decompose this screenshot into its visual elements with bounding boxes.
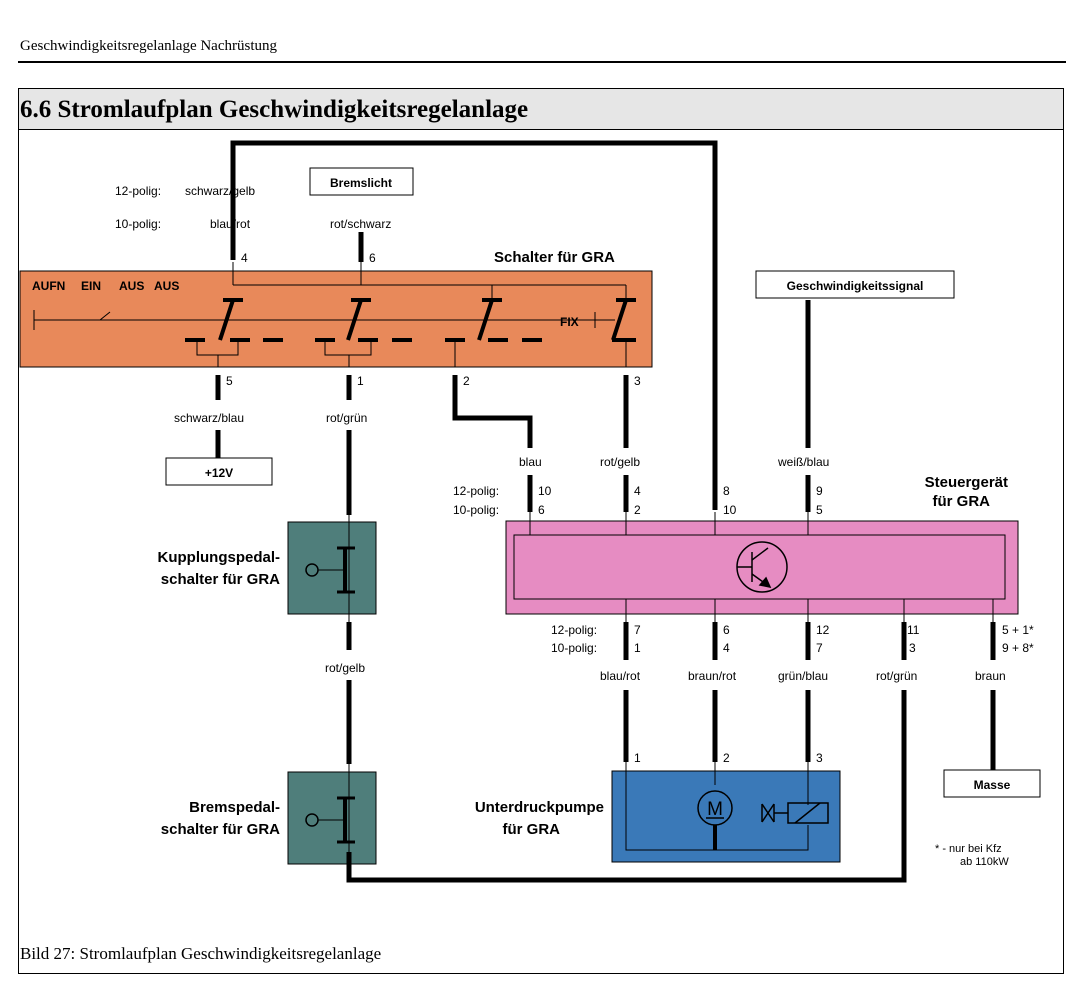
cu-bot-12-a: 7 xyxy=(634,623,641,637)
speed-signal-box xyxy=(755,270,955,299)
pin6-label: 6 xyxy=(369,251,376,265)
switch-contacts xyxy=(218,298,636,341)
brake-switch-title-2: schalter für GRA xyxy=(161,821,280,838)
control-unit-inner xyxy=(513,534,1006,600)
bremslicht-label: Bremslicht xyxy=(330,176,392,190)
switch-ein-label: EIN xyxy=(81,279,101,293)
wire-braun-label: braun xyxy=(975,669,1006,683)
polig12-label-top: 12-polig: xyxy=(115,184,161,198)
cu-bot-10-a: 1 xyxy=(634,641,641,655)
switch-panel xyxy=(19,270,653,368)
wire-gruenblau-label: grün/blau xyxy=(778,669,828,683)
bremslicht-box xyxy=(309,167,414,196)
clutch-switch-box xyxy=(287,521,377,615)
switch-aus1-label: AUS xyxy=(119,279,144,293)
wire-top-10-label: blau/rot xyxy=(210,217,251,231)
page-header: Geschwindigkeitsregelanlage Nachrüstung xyxy=(20,38,277,54)
plus12v-box xyxy=(165,457,273,486)
clutch-switch-title-1: Kupplungspedal- xyxy=(158,549,281,566)
pin2-label: 2 xyxy=(463,374,470,388)
wire-rotgelb-mid-label: rot/gelb xyxy=(325,661,365,675)
wire-blau-label: blau xyxy=(519,455,542,469)
brake-switch-box xyxy=(287,771,377,865)
pump-title-1: Unterdruckpumpe xyxy=(475,799,604,816)
cu-bot-10-c: 7 xyxy=(816,641,823,655)
cu-top-12-c: 8 xyxy=(723,484,730,498)
wire-1-label: rot/grün xyxy=(326,411,367,425)
cu-bot-12-d: 11 xyxy=(907,623,920,637)
masse-box xyxy=(943,769,1041,798)
cu-bot-10-d: 3 xyxy=(909,641,916,655)
control-unit-title-1: Steuergerät xyxy=(925,474,1008,491)
cu-bot-10-b: 4 xyxy=(723,641,730,655)
cu-polig12-bottom-label: 12-polig: xyxy=(551,623,597,637)
header-rule xyxy=(18,61,1066,63)
speed-signal-label: Geschwindigkeitssignal xyxy=(787,279,924,293)
cu-top-10-c: 10 xyxy=(723,503,737,517)
pump-box xyxy=(611,770,841,863)
pin5-label: 5 xyxy=(226,374,233,388)
wire-brems-label: rot/schwarz xyxy=(330,217,391,231)
masse-label: Masse xyxy=(974,778,1011,792)
pump-pin3-label: 3 xyxy=(816,751,823,765)
section-title: 6.6 Stromlaufplan Geschwindigkeitsregela… xyxy=(20,96,529,123)
thick-wires xyxy=(215,140,996,883)
cu-top-12-d: 9 xyxy=(816,484,823,498)
cu-polig12-top-label: 12-polig: xyxy=(453,484,499,498)
wire-rotgelb-top-label: rot/gelb xyxy=(600,455,640,469)
wire-5-label: schwarz/blau xyxy=(174,411,244,425)
polig10-label-top: 10-polig: xyxy=(115,217,161,231)
plus12v-label: +12V xyxy=(205,466,233,480)
cu-top-12-a: 10 xyxy=(538,484,552,498)
pin4-label: 4 xyxy=(241,251,248,265)
section-title-bar xyxy=(18,88,1064,130)
wire-top-12-label: schwarz/gelb xyxy=(185,184,255,198)
pump-title-2: für GRA xyxy=(503,821,561,838)
switch-aus2-label: AUS xyxy=(154,279,179,293)
wire-rotgruen-right-label: rot/grün xyxy=(876,669,917,683)
cu-top-10-a: 6 xyxy=(538,503,545,517)
switch-title: Schalter für GRA xyxy=(494,249,615,266)
cu-top-10-b: 2 xyxy=(634,503,641,517)
switch-fix-label: FIX xyxy=(560,315,579,329)
footnote-line-2: ab 110kW xyxy=(960,856,1009,868)
transistor-symbol xyxy=(736,541,788,593)
cu-polig10-top-label: 10-polig: xyxy=(453,503,499,517)
pump-pin2-label: 2 xyxy=(723,751,730,765)
clutch-switch-title-2: schalter für GRA xyxy=(161,571,280,588)
wire-braunrot-label: braun/rot xyxy=(688,669,737,683)
pump-pin1-label: 1 xyxy=(634,751,641,765)
pin3-label: 3 xyxy=(634,374,641,388)
wire-weissblau-label: weiß/blau xyxy=(777,455,829,469)
cu-top-10-d: 5 xyxy=(816,503,823,517)
switch-aufn-label: AUFN xyxy=(32,279,65,293)
cu-top-12-b: 4 xyxy=(634,484,641,498)
cu-polig10-bottom-label: 10-polig: xyxy=(551,641,597,655)
cu-bot-12-b: 6 xyxy=(723,623,730,637)
cu-bot-12-e: 5 + 1* xyxy=(1002,623,1034,637)
cu-bot-12-c: 12 xyxy=(816,623,830,637)
brake-switch-title-1: Bremspedal- xyxy=(189,799,280,816)
motor-label: M xyxy=(707,799,723,820)
footnote-line-1: * - nur bei Kfz xyxy=(935,843,1002,855)
pedal-switch-symbols xyxy=(305,546,355,844)
pump-symbols xyxy=(697,790,829,850)
pin1-label: 1 xyxy=(357,374,364,388)
wire-blaurot-label: blau/rot xyxy=(600,669,641,683)
cu-bot-10-e: 9 + 8* xyxy=(1002,641,1034,655)
figure-caption: Bild 27: Stromlaufplan Geschwindigkeitsr… xyxy=(20,944,382,963)
control-unit-title-2: für GRA xyxy=(933,493,991,510)
